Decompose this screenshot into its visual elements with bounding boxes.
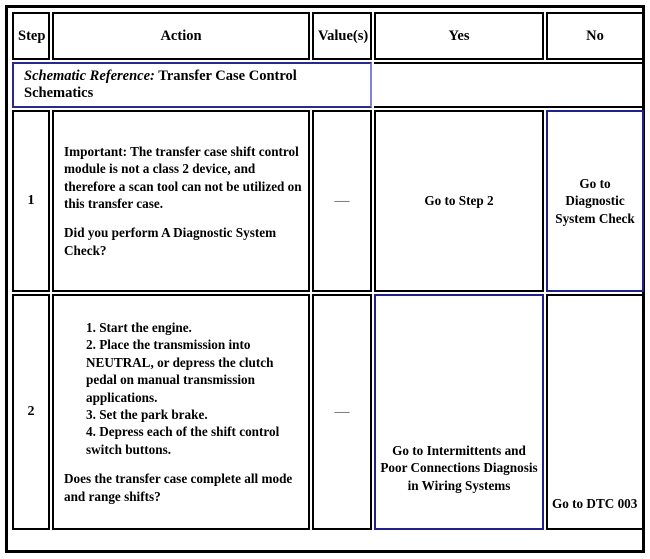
column-header-action: Action	[52, 12, 310, 60]
schematic-reference-row: Schematic Reference: Transfer Case Contr…	[12, 62, 644, 108]
table-row: 1 Important: The transfer case shift con…	[12, 110, 644, 292]
column-header-no: No	[546, 12, 644, 60]
schematic-reference-cell: Schematic Reference: Transfer Case Contr…	[12, 62, 372, 108]
important-text: The transfer case shift control module i…	[64, 143, 302, 211]
schematic-reference-blank-cell	[374, 62, 644, 108]
action-list-item: 2. Place the transmission into NEUTRAL, …	[86, 337, 274, 405]
diagnostic-table-inner: Step Action Value(s) Yes No Schematic Re…	[8, 8, 644, 550]
action-list-item: 4. Depress each of the shift control swi…	[86, 424, 280, 457]
step-action-cell: 1. Start the engine. 2. Place the transm…	[52, 294, 310, 530]
schematic-reference-label: Schematic Reference:	[24, 68, 155, 84]
step-value-cell: —	[312, 294, 372, 530]
step-action-cell: Important: The transfer case shift contr…	[52, 110, 310, 292]
step-no-cell[interactable]: Go to DTC 003	[546, 294, 644, 530]
step-yes-cell[interactable]: Go to Intermittents and Poor Connections…	[374, 294, 544, 530]
column-header-step: Step	[12, 12, 50, 60]
table-row: 2 1. Start the engine. 2. Place the tran…	[12, 294, 644, 530]
step-no-cell[interactable]: Go to Diagnostic System Check	[546, 110, 644, 292]
important-label: Important:	[64, 143, 128, 159]
step-value-cell: —	[312, 110, 372, 292]
column-header-yes: Yes	[374, 12, 544, 60]
column-header-value: Value(s)	[312, 12, 372, 60]
action-spacer	[64, 458, 302, 470]
step-number-cell: 1	[12, 110, 50, 292]
step-number-cell: 2	[12, 294, 50, 530]
action-list-item: 1. Start the engine.	[86, 319, 192, 335]
diagnostic-procedure-table: Step Action Value(s) Yes No Schematic Re…	[10, 10, 646, 532]
action-list-item: 3. Set the park brake.	[86, 407, 208, 422]
step-yes-cell[interactable]: Go to Step 2	[374, 110, 544, 292]
diagnostic-table-frame: Step Action Value(s) Yes No Schematic Re…	[5, 5, 645, 553]
schematic-reference-value[interactable]: Transfer Case Control Schematics	[24, 68, 297, 101]
action-question: Did you perform A Diagnostic System Chec…	[64, 225, 277, 258]
action-important-paragraph: Important: The transfer case shift contr…	[64, 143, 302, 213]
action-question: Does the transfer case complete all mode…	[64, 471, 293, 504]
table-header-row: Step Action Value(s) Yes No	[12, 12, 644, 60]
action-spacer	[64, 212, 302, 224]
